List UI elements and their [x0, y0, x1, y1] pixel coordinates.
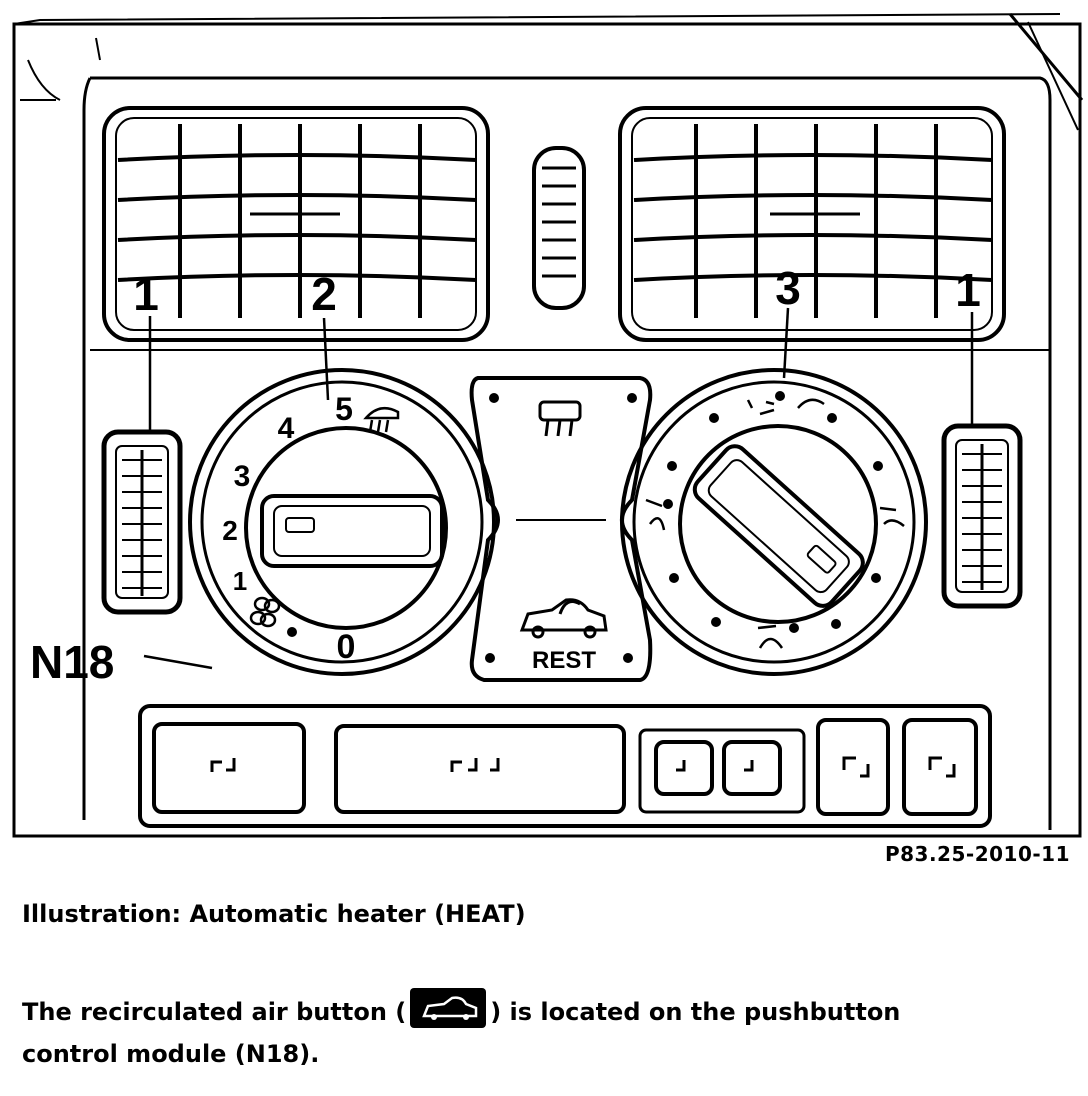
foot-level-mode-icon [757, 624, 784, 649]
center-vent-thumbwheel[interactable] [532, 146, 586, 310]
pushbutton-control-module [138, 704, 992, 828]
pushbutton-1[interactable] [152, 722, 306, 814]
callout-right-vent-thumbwheel: 1 [955, 264, 981, 316]
pushbutton-3[interactable] [638, 728, 806, 814]
body-text-after-icon: ) is located on the pushbutton [490, 998, 901, 1026]
bracket-symbol-icon [210, 758, 236, 772]
fan-speed-3: 3 [234, 460, 251, 493]
face-level-mode-icon [645, 498, 666, 531]
rear-defroster-button-icon[interactable] [538, 400, 582, 437]
left-side-vent-thumbwheel[interactable] [101, 429, 183, 615]
bracket-symbol-icon [450, 758, 500, 772]
fan-speed-4: 4 [278, 412, 295, 445]
car-recirculation-icon[interactable] [519, 598, 608, 639]
dashboard-panel [12, 13, 1084, 838]
bi-level-mode-icon [879, 506, 905, 527]
fan-icon [249, 596, 281, 628]
callout-fan-knob: 2 [311, 268, 337, 320]
figure-caption: Illustration: Automatic heater (HEAT) [22, 900, 526, 928]
fan-speed-knob[interactable] [188, 368, 496, 676]
right-air-vent[interactable] [618, 106, 1006, 342]
callout-mode-knob: 3 [775, 262, 801, 314]
heater-control-diagram: 0 1 2 3 4 5 REST [12, 13, 1084, 838]
right-side-vent-thumbwheel[interactable] [941, 423, 1023, 609]
pushbutton-4[interactable] [816, 718, 890, 816]
callout-module-n18: N18 [30, 636, 114, 688]
figure-id: P83.25-2010-11 [884, 842, 1070, 866]
body-text-line-2: control module (N18). [22, 1040, 320, 1068]
pushbutton-2[interactable] [334, 724, 626, 814]
body-paragraph: The recirculated air button ( ) is locate… [22, 988, 1062, 1075]
recirculation-button-icon [410, 988, 487, 1028]
center-control-panel [469, 376, 653, 682]
callout-left-vent-thumbwheel: 1 [133, 268, 159, 320]
fan-speed-scale: 0 1 2 3 4 5 [222, 391, 355, 666]
body-text-before-icon: The recirculated air button ( [22, 998, 407, 1026]
fan-speed-1: 1 [233, 566, 247, 596]
fan-speed-5: 5 [335, 391, 353, 427]
callout-leaders [143, 307, 974, 670]
rear-defroster-icon [363, 406, 400, 433]
rest-button-label[interactable]: REST [532, 647, 596, 674]
fan-speed-2: 2 [222, 515, 238, 546]
left-air-vent[interactable] [102, 106, 490, 342]
pushbutton-5[interactable] [902, 718, 978, 816]
air-distribution-knob[interactable] [620, 368, 928, 676]
defrost-mode-icon [746, 398, 825, 416]
fan-speed-0: 0 [337, 628, 356, 666]
